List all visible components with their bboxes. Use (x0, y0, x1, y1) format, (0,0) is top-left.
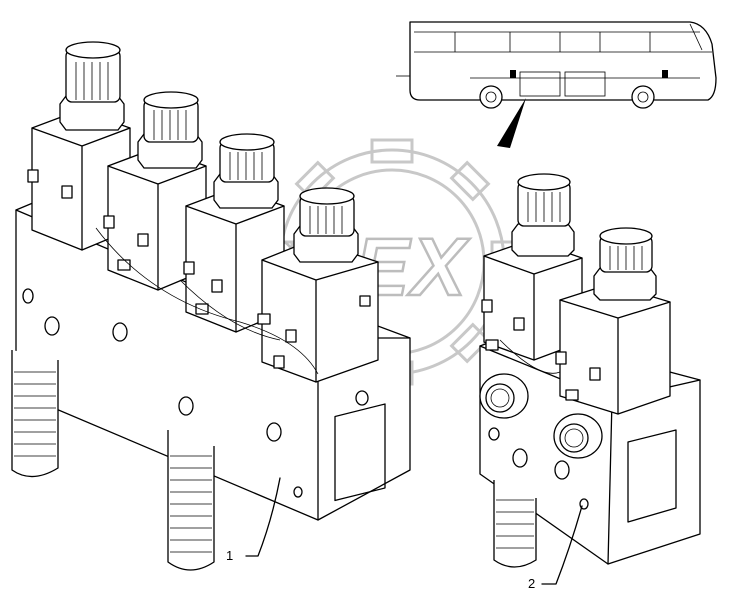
manual-override-knob-right (553, 413, 603, 459)
solenoid-valve-1 (27, 41, 131, 251)
solenoid-valve-4 (257, 187, 379, 383)
filter-screen-middle (167, 430, 215, 571)
solenoid-valve-2 (103, 91, 207, 291)
solenoid-valve-6 (555, 227, 671, 415)
callout-2: 2 (528, 505, 583, 591)
callout-1: 1 (226, 477, 281, 563)
manual-override-knob-left (479, 373, 529, 419)
solenoid-valve-3 (183, 133, 285, 333)
bus-locator-icon (396, 21, 717, 148)
filter-screen-right (493, 480, 537, 568)
callout-label-1: 1 (226, 548, 233, 563)
valve-block-assembly-2 (479, 173, 701, 568)
filter-screen-left (11, 350, 59, 478)
location-arrow-icon (497, 98, 526, 148)
callout-label-2: 2 (528, 576, 535, 591)
valve-block-assembly-1 (11, 41, 411, 571)
